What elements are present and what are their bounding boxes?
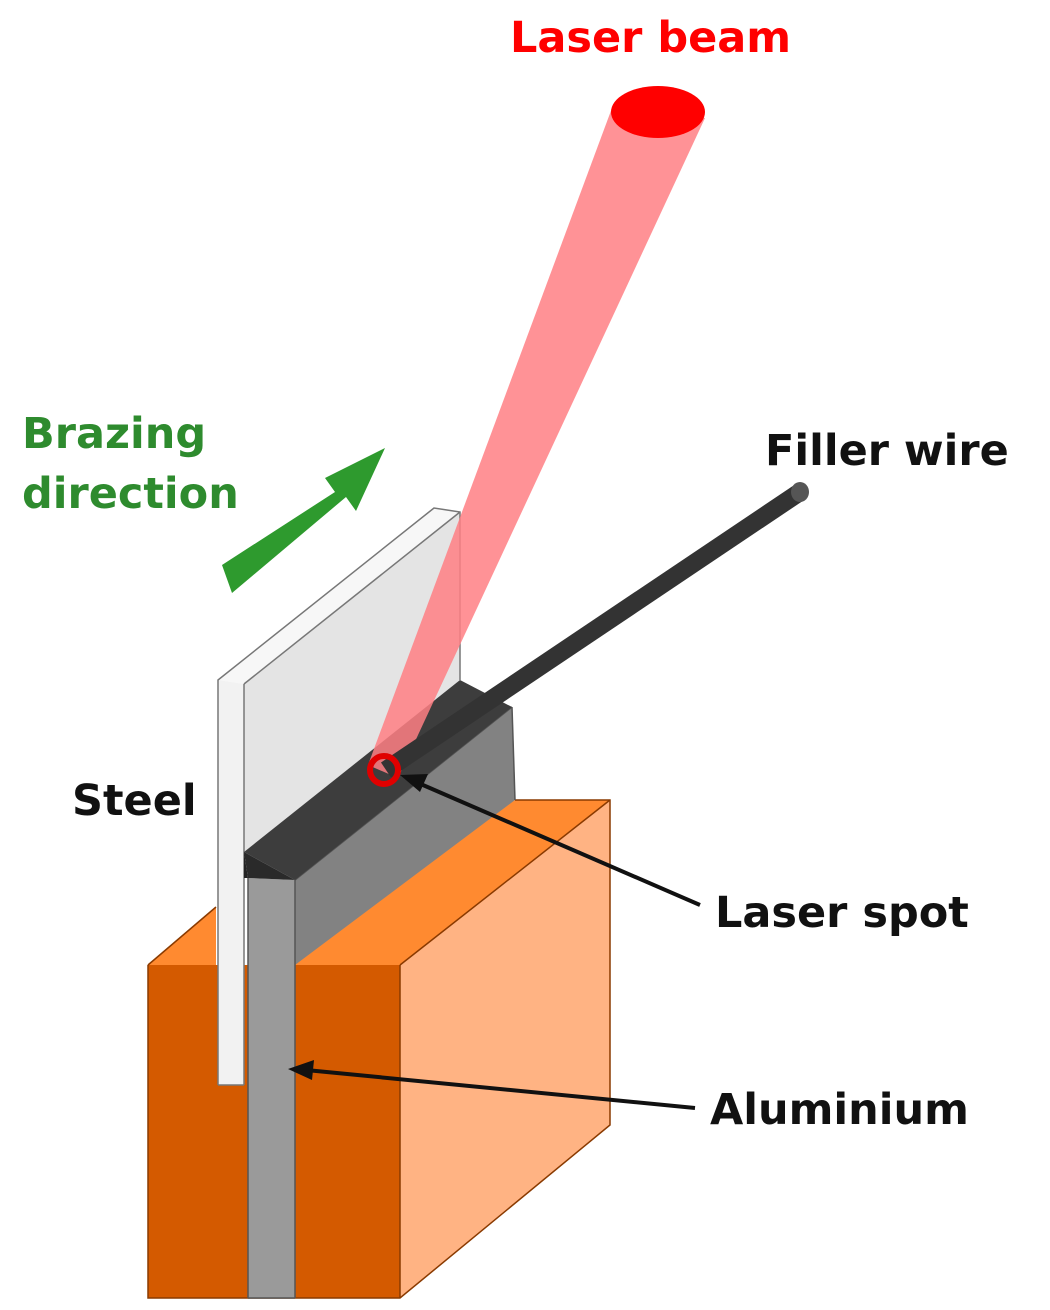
steel-label: Steel	[72, 776, 197, 826]
laser-spot-label: Laser spot	[715, 888, 969, 938]
steel-sheet	[217, 507, 461, 1086]
filler-wire-tip	[791, 482, 809, 502]
steel-face	[244, 512, 460, 852]
laser-spot-marker	[367, 753, 401, 787]
aluminium-leader	[305, 1068, 696, 1110]
brazing-direction-label-line1: Brazing	[22, 409, 206, 459]
leader-arrows	[288, 774, 701, 1110]
aluminium-sheet	[247, 706, 516, 1299]
laser-spot-leader	[415, 780, 701, 907]
clamp-top-right	[295, 800, 610, 965]
steel-front-edge	[218, 680, 244, 1085]
laser-beam-cone	[368, 108, 705, 778]
aluminium-front-edge	[248, 878, 295, 1298]
aluminium-arrowhead	[288, 1060, 314, 1080]
brazing-direction-label-line2: direction	[22, 469, 239, 519]
steel-top-edge	[218, 508, 460, 684]
laser-spot-arrowhead	[400, 774, 428, 792]
laser-beam-label: Laser beam	[510, 13, 791, 63]
laser-beam	[368, 86, 705, 778]
filler-wire-body	[380, 484, 806, 778]
aluminium-label: Aluminium	[710, 1085, 969, 1135]
aluminium-side-face	[295, 707, 515, 965]
brazing-direction-arrow	[222, 448, 385, 593]
filler-wire-label: Filler wire	[765, 426, 1009, 476]
braze-bead-end	[244, 852, 295, 880]
laser-beam-cap	[611, 86, 705, 138]
filler-wire	[380, 482, 809, 778]
